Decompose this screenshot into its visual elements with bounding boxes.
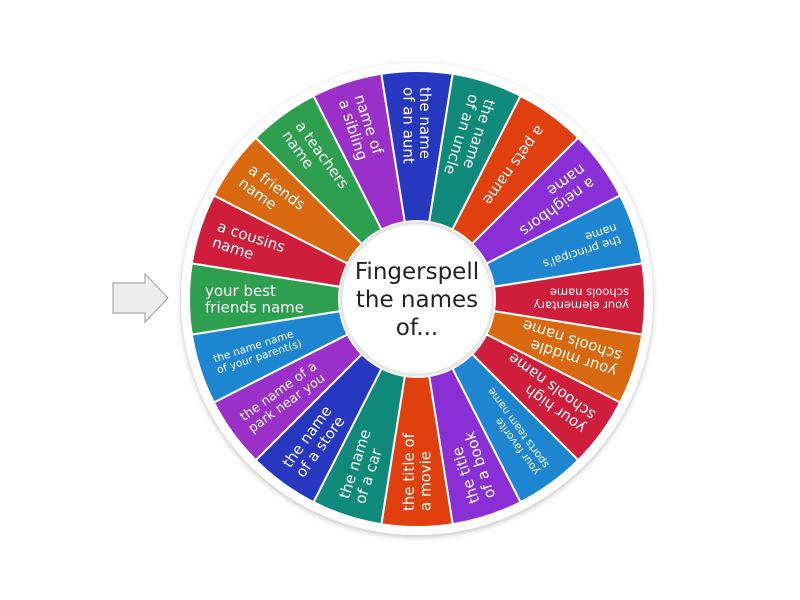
wheel-segment-label-line: your elementary (533, 298, 629, 312)
wheel-segment-label-line: schools name (550, 286, 629, 300)
wheel-segment (190, 310, 349, 404)
wheel-segment-label: the nameof an aunt (400, 87, 435, 164)
wheel-segment-label-line: your best (205, 282, 276, 300)
wheel-segment-label-line: friends name (205, 299, 304, 317)
wheel-center-label-line: of... (396, 315, 438, 341)
wheel-hub[interactable] (339, 221, 495, 377)
wheel-center-label-line: the names (356, 287, 478, 313)
arrow-pointer-icon (112, 272, 169, 324)
wheel-center-label-line: Fingerspell (355, 259, 479, 285)
wheel-segment-label-line: the title of (400, 432, 418, 511)
wheel-segment-label: your elementaryschools name (533, 286, 629, 313)
wheel-segment-label-line: the name (416, 87, 434, 159)
wheel-segment-label-line: a movie (417, 451, 435, 511)
wheel-segment-label-line: of an aunt (400, 87, 418, 164)
wheel-segment-label: the nameof a car (335, 427, 390, 506)
wheel-segment-label: the title ofa movie (400, 432, 435, 511)
